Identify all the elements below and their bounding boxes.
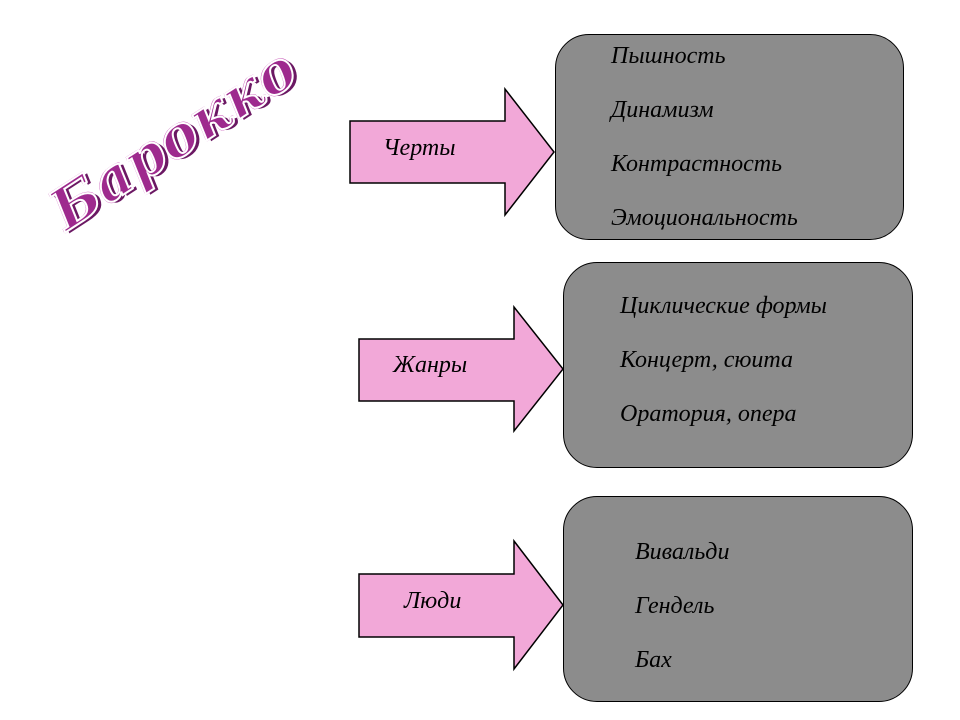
list-item: Бах [635,647,672,673]
list-item: Оратория, опера [620,401,797,427]
list-item: Пышность [611,43,726,69]
list-item: Гендель [635,593,715,619]
arrow-genres: Жанры [358,304,564,434]
arrow-label-people: Люди [404,588,462,614]
list-item: Эмоциональность [611,205,798,231]
arrow-people: Люди [358,538,564,672]
people-box: Вивальди Гендель Бах [563,496,913,702]
arrow-shape [358,304,564,434]
arrow-label-features: Черты [383,135,456,161]
arrow-label-genres: Жанры [393,352,468,378]
list-item: Концерт, сюита [620,347,793,373]
features-box: Пышность Динамизм Контрастность Эмоциона… [555,34,904,240]
list-item: Циклические формы [620,293,827,319]
title-container: Барокко [37,34,310,245]
slide-title: Барокко [37,34,310,244]
genres-box: Циклические формы Концерт, сюита Оратори… [563,262,913,468]
arrow-shape [358,538,564,672]
arrow-features: Черты [349,86,555,218]
list-item: Вивальди [635,539,730,565]
list-item: Контрастность [611,151,783,177]
list-item: Динамизм [611,97,714,123]
arrow-shape [349,86,555,218]
